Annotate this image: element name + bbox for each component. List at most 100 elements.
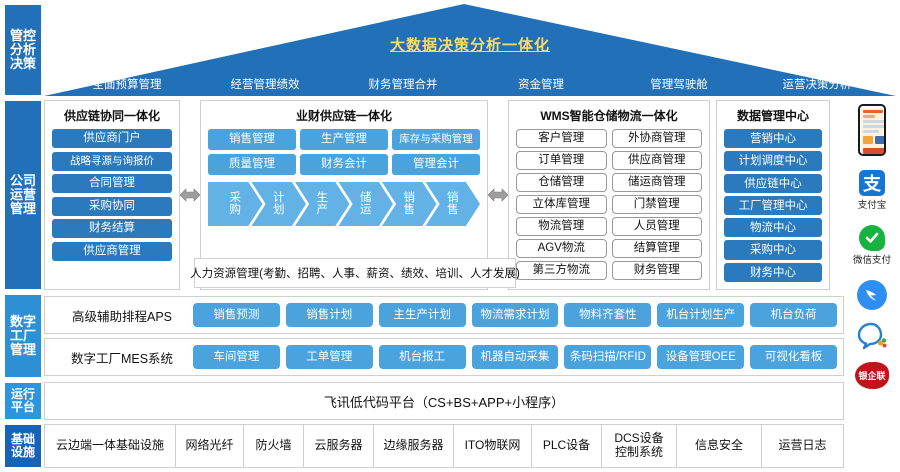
data-center-item[interactable]: 财务中心 <box>724 262 822 282</box>
wms-item[interactable]: 第三方物流 <box>516 261 607 280</box>
mes-item[interactable]: 工单管理 <box>285 345 373 369</box>
wms-item[interactable]: 立体库管理 <box>516 195 607 214</box>
yecai-item[interactable]: 质量管理 <box>208 154 296 175</box>
header-nav-item[interactable]: 运营决策分析 <box>782 79 852 91</box>
mes-item[interactable]: 车间管理 <box>193 345 280 369</box>
process-step-label: 生产 <box>316 191 329 216</box>
wms-item[interactable]: 供应商管理 <box>611 151 702 170</box>
data-center-item[interactable]: 计划调度中心 <box>724 151 822 171</box>
panel-data-management-center: 数据管理中心 营销中心 计划调度中心 供应链中心 工厂管理中心 物流中心 采购中… <box>716 100 830 290</box>
dingtalk-icon[interactable] <box>857 280 887 310</box>
qq-icon[interactable] <box>857 322 887 350</box>
aps-item[interactable]: 销售预测 <box>193 303 280 327</box>
rail-label-digital-factory[interactable]: 数字 工厂 管理 <box>4 294 42 378</box>
wms-item[interactable]: 订单管理 <box>516 151 607 170</box>
supply-item[interactable]: 供应商门户 <box>52 129 172 148</box>
process-step-label: 储运 <box>360 191 372 216</box>
supply-item[interactable]: 供应商管理 <box>52 241 172 261</box>
bank-enterprise-seal-block: 银企联 <box>855 362 889 389</box>
data-center-item[interactable]: 供应链中心 <box>724 173 822 193</box>
rail-line: 管理 <box>9 342 36 358</box>
alipay-icon[interactable]: 支 <box>858 170 885 196</box>
yecai-item[interactable]: 生产管理 <box>300 129 388 150</box>
rail-line: 运行 <box>10 387 35 402</box>
yecai-item[interactable]: 管理会计 <box>392 154 480 175</box>
mes-item[interactable]: 设备管理OEE <box>657 345 745 369</box>
supply-item[interactable]: 财务结算 <box>52 219 172 238</box>
wms-item[interactable]: 客户管理 <box>516 129 607 148</box>
header-nav-item[interactable]: 管理驾驶舱 <box>650 79 708 91</box>
mobile-phone-icon[interactable] <box>858 104 886 156</box>
header-nav-list: 全面预算管理 经营管理绩效 财务管理合并 资金管理 管理驾驶舱 运营决策分析 <box>44 72 896 96</box>
aps-item[interactable]: 物流需求计划 <box>471 303 559 327</box>
infra-item[interactable]: PLC设备 <box>532 425 602 467</box>
wms-item[interactable]: 储运商管理 <box>611 173 702 192</box>
rail-label-company-operations[interactable]: 公司 运营 管理 <box>4 100 42 290</box>
mes-item[interactable]: 机台报工 <box>378 345 466 369</box>
mes-item[interactable]: 机器自动采集 <box>471 345 559 369</box>
infra-item[interactable]: 防火墙 <box>244 425 304 467</box>
infra-item[interactable]: ITO物联网 <box>454 425 532 467</box>
rail-line: 管控 <box>9 27 36 43</box>
wms-item[interactable]: AGV物流 <box>516 239 607 258</box>
aps-item[interactable]: 销售计划 <box>285 303 373 327</box>
rail-label-runtime-platform[interactable]: 运行 平台 <box>4 382 42 420</box>
data-center-item[interactable]: 工厂管理中心 <box>724 195 822 216</box>
yecai-item[interactable]: 库存与采购管理 <box>392 129 480 150</box>
supply-item[interactable]: 采购协同 <box>52 196 172 216</box>
wms-item[interactable]: 外协商管理 <box>611 129 702 148</box>
yecai-item[interactable]: 销售管理 <box>208 129 296 150</box>
mes-item[interactable]: 可视化看板 <box>750 345 838 369</box>
rail-line: 设施 <box>10 445 35 459</box>
supply-item[interactable]: 合同管理 <box>52 174 172 193</box>
wms-item[interactable]: 物流管理 <box>516 217 607 236</box>
process-step-label: 销售 <box>403 191 416 216</box>
alipay-glyph: 支 <box>862 174 881 194</box>
wms-item[interactable]: 人员管理 <box>611 217 702 236</box>
wechat-pay-block: 微信支付 <box>853 225 891 266</box>
wms-item[interactable]: 财务管理 <box>611 261 702 280</box>
hr-management-bar[interactable]: 人力资源管理(考勤、招聘、人事、薪资、绩效、培训、人才发展) <box>190 258 520 288</box>
panel-title: 业财供应链一体化 <box>295 109 392 123</box>
infra-item[interactable]: 云边端一体基础设施 <box>45 425 176 467</box>
infra-item[interactable]: DCS设备 控制系统 <box>602 425 677 467</box>
infrastructure-row: 云边端一体基础设施 网络光纤 防火墙 云服务器 边缘服务器 ITO物联网 PLC… <box>44 424 844 468</box>
supply-item[interactable]: 战略寻源与询报价 <box>52 151 172 171</box>
wms-item[interactable]: 门禁管理 <box>611 195 702 214</box>
dingtalk-block <box>857 280 887 310</box>
data-center-item[interactable]: 营销中心 <box>724 129 822 149</box>
infra-item[interactable]: 运营日志 <box>778 438 827 453</box>
process-step[interactable]: 采购 <box>208 182 263 226</box>
arrow-gap-left <box>180 100 200 290</box>
data-center-item[interactable]: 采购中心 <box>724 240 822 260</box>
infra-item[interactable]: 边缘服务器 <box>374 425 454 467</box>
header-nav-item[interactable]: 全面预算管理 <box>92 79 162 91</box>
aps-item[interactable]: 机台负荷 <box>750 303 838 327</box>
rail-line: 工厂 <box>9 327 36 343</box>
infra-item[interactable]: 云服务器 <box>304 425 374 467</box>
wechat-pay-icon[interactable] <box>858 225 885 251</box>
header-nav-item[interactable]: 资金管理 <box>518 79 564 91</box>
rail-line: 管理 <box>9 201 36 217</box>
rail-label-governance[interactable]: 管控 分析 决策 <box>4 4 42 96</box>
header-nav-item[interactable]: 经营管理绩效 <box>230 79 300 91</box>
infra-item[interactable]: 信息安全 <box>677 425 762 467</box>
header-nav-item[interactable]: 财务管理合并 <box>368 79 438 91</box>
aps-item[interactable]: 主生产计划 <box>378 303 466 327</box>
wms-item[interactable]: 仓储管理 <box>516 173 607 192</box>
platform-label: 飞讯低代码平台（CS+BS+APP+小程序） <box>323 394 565 410</box>
double-arrow-icon <box>488 188 508 202</box>
low-code-platform-row[interactable]: 飞讯低代码平台（CS+BS+APP+小程序） <box>44 382 844 420</box>
yecai-item[interactable]: 财务会计 <box>300 154 388 175</box>
wms-item[interactable]: 结算管理 <box>611 239 702 258</box>
mes-items: 车间管理 工单管理 机台报工 机器自动采集 条码扫描/RFID 设备管理OEE … <box>193 345 838 369</box>
bank-enterprise-seal-icon[interactable]: 银企联 <box>855 362 889 389</box>
aps-item[interactable]: 机台计划生产 <box>657 303 745 327</box>
mes-item[interactable]: 条码扫描/RFID <box>564 345 652 369</box>
aps-item[interactable]: 物料齐套性 <box>564 303 652 327</box>
phone-screen <box>861 108 884 154</box>
rail-line: 基础 <box>10 432 35 447</box>
infra-item[interactable]: 网络光纤 <box>176 425 244 467</box>
rail-label-infrastructure[interactable]: 基础 设施 <box>4 424 42 468</box>
data-center-item[interactable]: 物流中心 <box>724 218 822 238</box>
